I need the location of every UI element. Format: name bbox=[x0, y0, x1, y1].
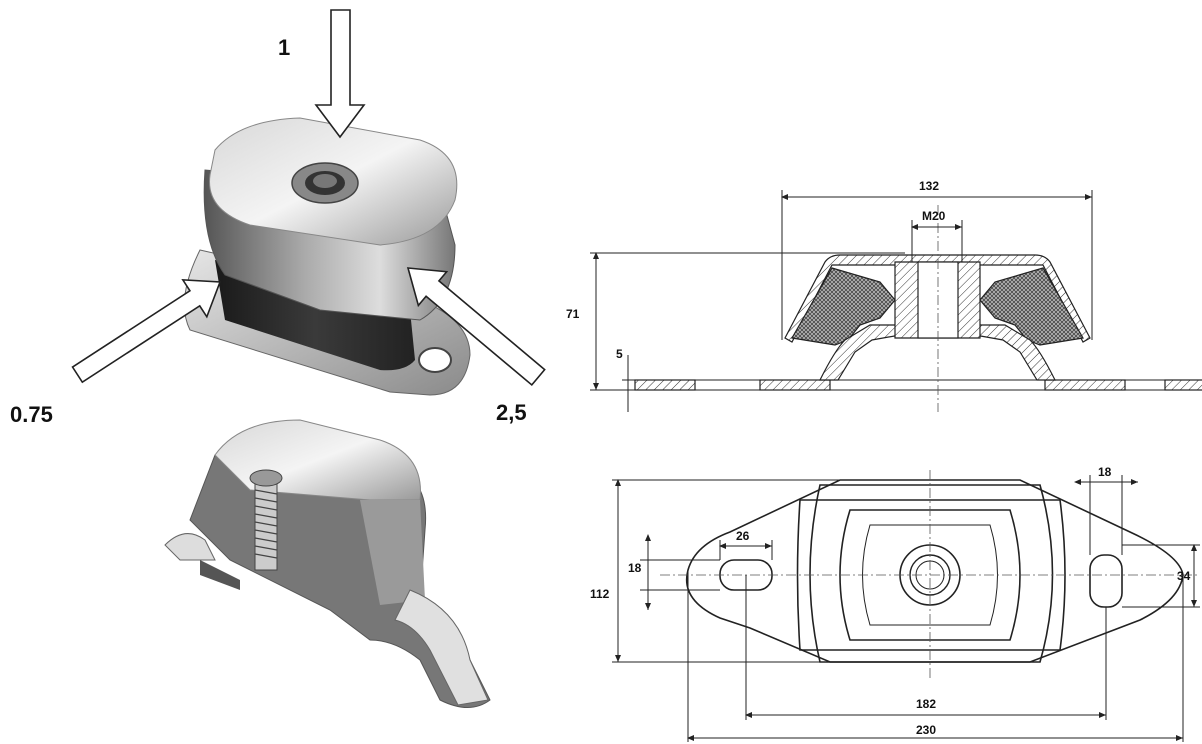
load-arrow-vertical bbox=[314, 9, 366, 139]
dim-width-132: 132 bbox=[919, 179, 939, 193]
load-arrow-right bbox=[406, 267, 546, 387]
dim-thickness-5: 5 bbox=[616, 347, 623, 361]
dim-slot-height-18: 18 bbox=[628, 561, 642, 575]
dim-depth-112: 112 bbox=[590, 587, 610, 601]
load-label-vertical: 1 bbox=[278, 35, 290, 60]
mount-product-image bbox=[183, 117, 471, 396]
dim-slot-width-18: 18 bbox=[1098, 465, 1112, 479]
section-view bbox=[590, 190, 1202, 412]
plan-view bbox=[612, 470, 1200, 742]
dim-slot-34: 34 bbox=[1177, 569, 1191, 583]
dim-height-71: 71 bbox=[566, 307, 580, 321]
dim-thread-m20: M20 bbox=[922, 209, 946, 223]
dim-length-230: 230 bbox=[916, 723, 936, 737]
mount-cutaway-image bbox=[164, 419, 491, 708]
load-arrow-left bbox=[71, 279, 222, 384]
dim-spacing-182: 182 bbox=[916, 697, 936, 711]
load-label-left: 0.75 bbox=[10, 402, 53, 427]
dim-slot-length-26: 26 bbox=[736, 529, 750, 543]
load-label-right: 2,5 bbox=[496, 400, 527, 425]
